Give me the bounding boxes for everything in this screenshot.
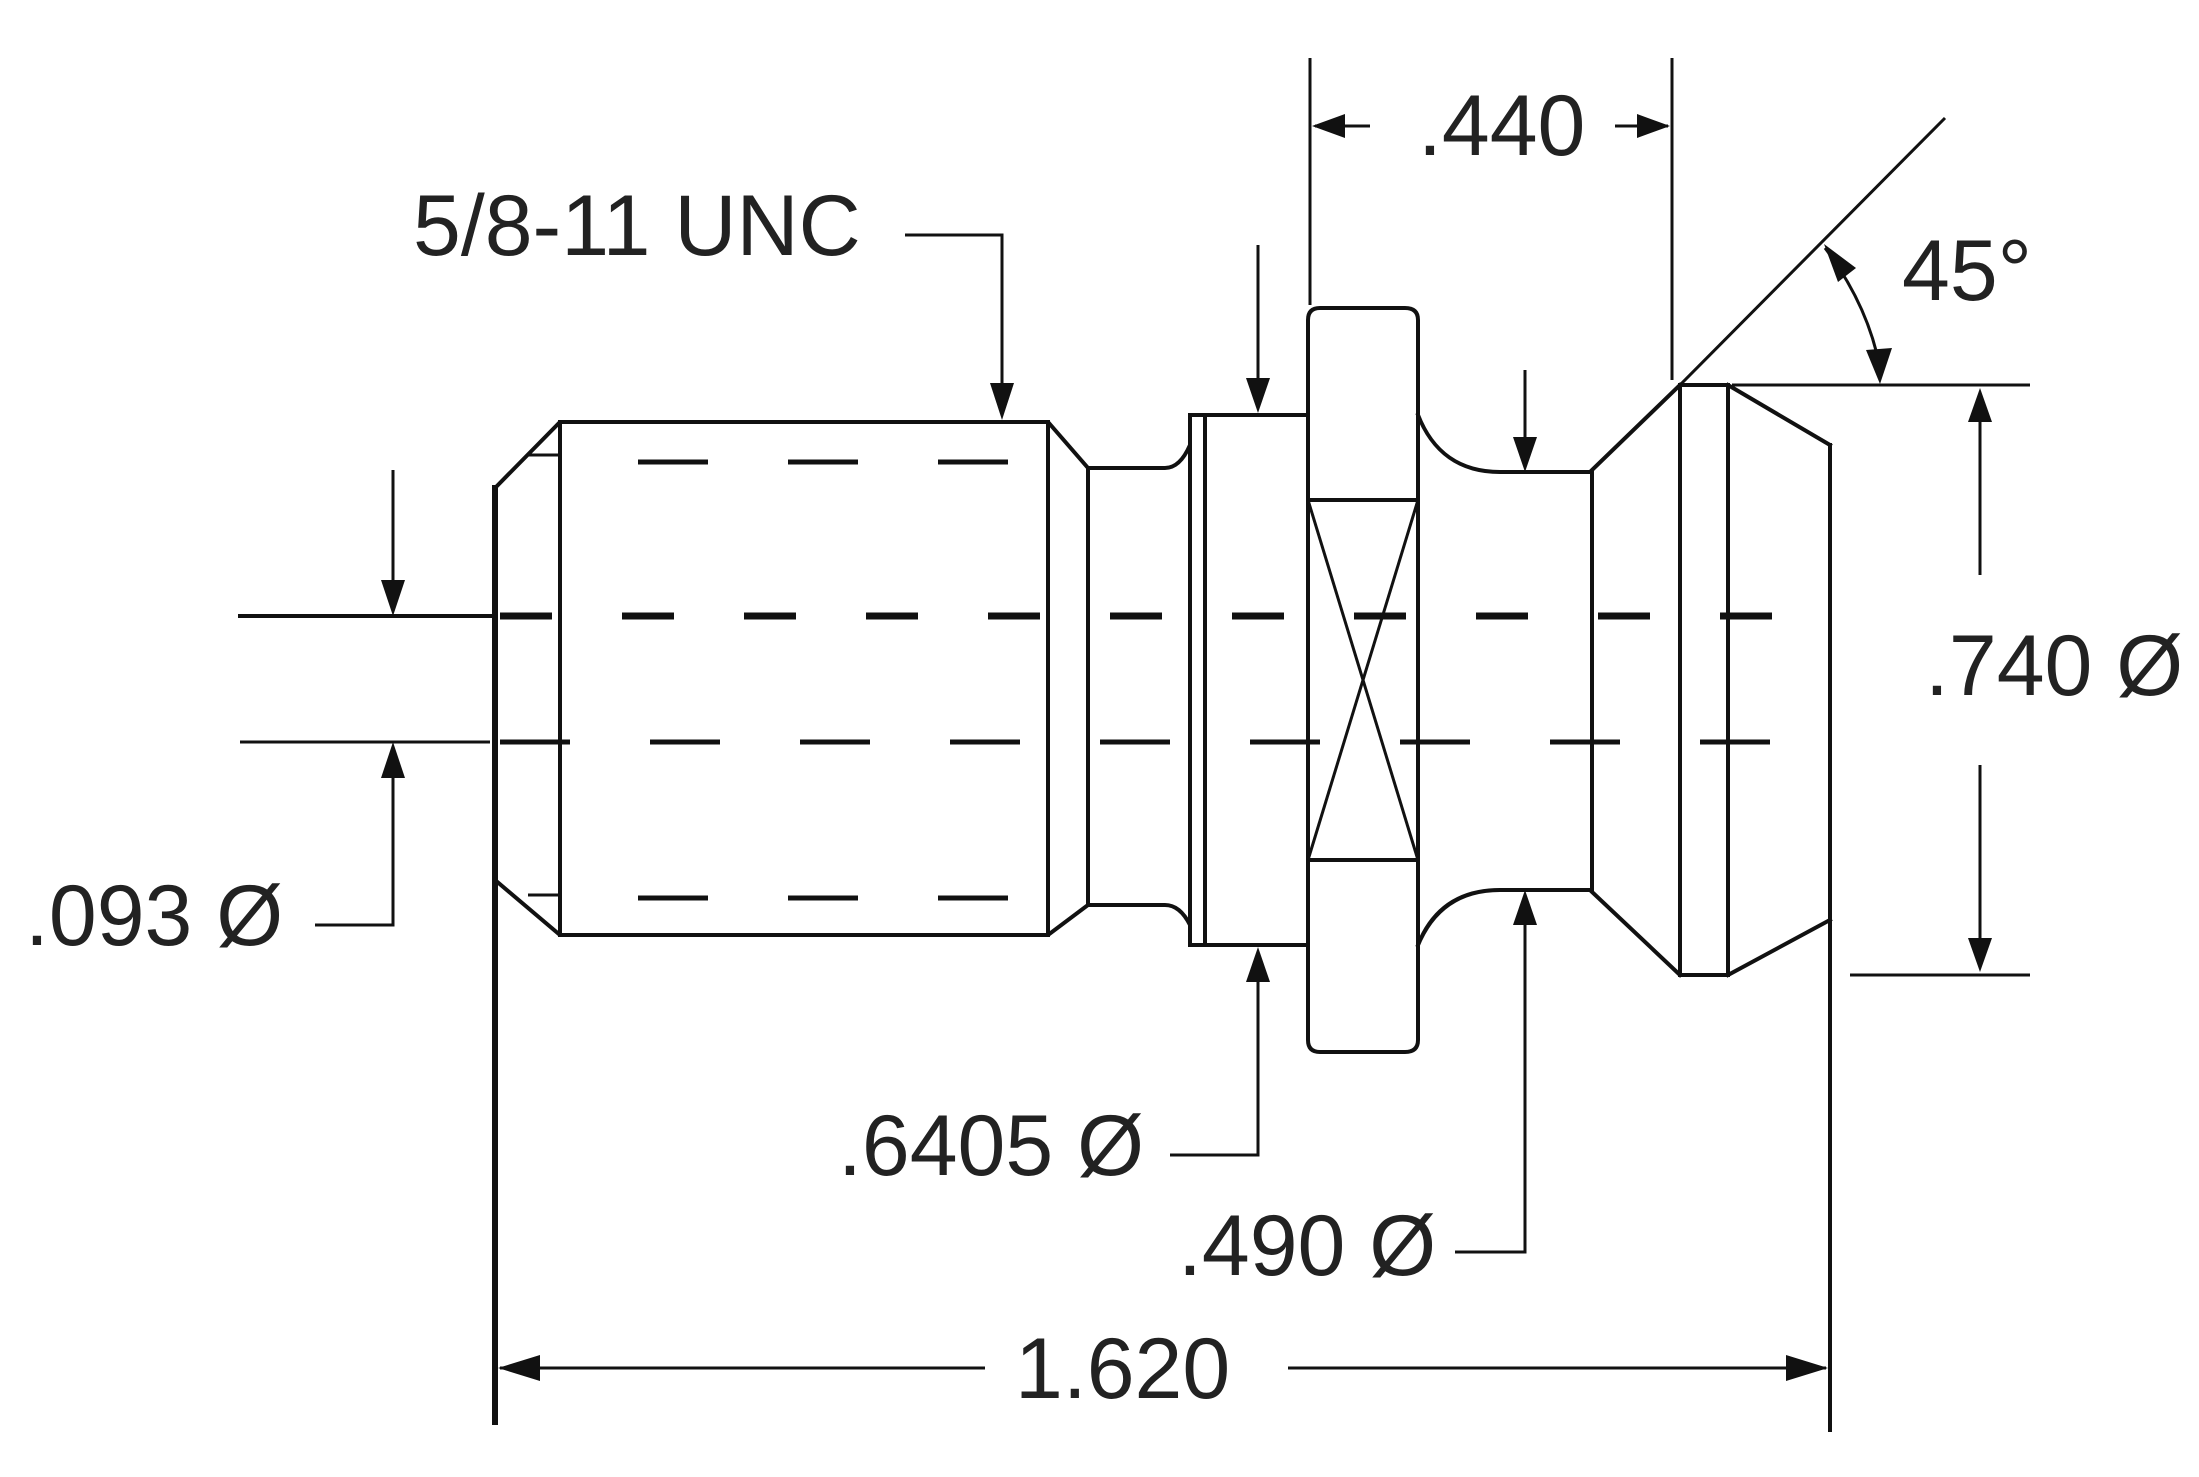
thread-spec-label: 5/8-11 UNC xyxy=(413,178,861,274)
collar-outline xyxy=(1188,413,1310,947)
thread-body-outline xyxy=(492,420,1090,937)
neck-arrow-bottom xyxy=(1513,890,1537,925)
head-chamfer-bottom xyxy=(1725,917,1833,978)
bore-arrow-top xyxy=(381,580,405,616)
flat-cross-2 xyxy=(1306,499,1420,861)
neck-dia-label: .490 Ø xyxy=(1178,1198,1436,1294)
head-chamfer-top xyxy=(1725,382,1833,448)
angle-label: 45° xyxy=(1902,223,2032,319)
groove-top xyxy=(1086,413,1192,470)
neck-top xyxy=(1415,382,1683,474)
part-outline xyxy=(492,306,1833,1432)
head-arrow-top xyxy=(1968,388,1992,422)
collar-arrow-bottom xyxy=(1246,947,1270,982)
collar-arrow-top xyxy=(1246,378,1270,413)
bore-arrow-bottom xyxy=(381,742,405,778)
groove-bottom xyxy=(1086,903,1192,947)
angle-arrow-top xyxy=(1824,244,1856,282)
overall-length-label: 1.620 xyxy=(1015,1321,1230,1417)
head-arrow-bottom xyxy=(1968,938,1992,972)
neck-bottom xyxy=(1415,888,1683,978)
neck-arrow-top xyxy=(1513,437,1537,472)
head-dia-label: .740 Ø xyxy=(1925,618,2183,714)
collar-leader xyxy=(1170,965,1260,1157)
angle-arrow-bottom xyxy=(1866,348,1892,384)
overall-arrow-right xyxy=(1786,1355,1828,1381)
bore-leader xyxy=(315,760,395,927)
collar-dia-label: .6405 Ø xyxy=(838,1098,1144,1194)
flange-width-label: .440 xyxy=(1418,78,1585,174)
hidden-lines xyxy=(500,459,1830,901)
thread-arrow xyxy=(990,383,1014,420)
bore-dia-label: .093 Ø xyxy=(25,868,283,964)
dimensions: .093 Ø 5/8-11 UNC .6405 Ø .490 Ø .440 45… xyxy=(25,58,2183,1417)
flange-arrow-right xyxy=(1637,114,1670,138)
flange-arrow-left xyxy=(1312,114,1345,138)
neck-leader xyxy=(1455,908,1527,1254)
overall-arrow-left xyxy=(498,1355,540,1381)
thread-leader xyxy=(905,233,1004,405)
angle-ext-line xyxy=(1678,116,1947,387)
flange-outline xyxy=(1306,306,1420,1054)
